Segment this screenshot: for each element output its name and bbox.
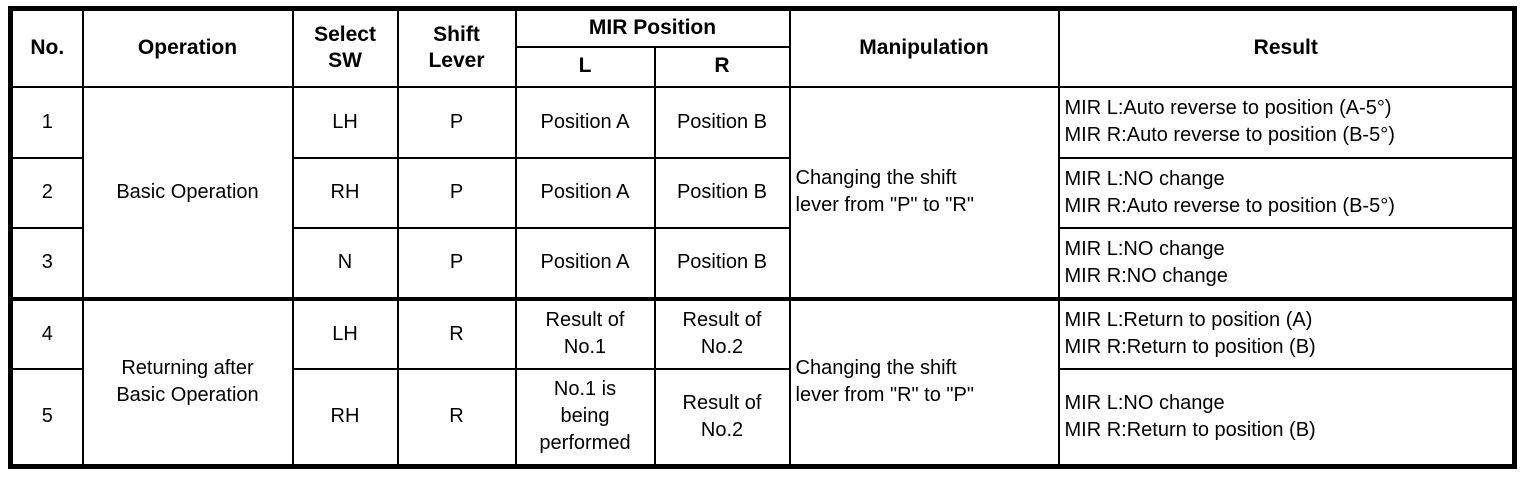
cell-mir-l: Position A xyxy=(514,156,656,229)
cell-shift-lever: R xyxy=(396,296,517,370)
header-mir-l: L xyxy=(514,45,656,88)
cell-mir-r: Position B xyxy=(653,226,791,300)
header-operation: Operation xyxy=(81,7,294,88)
cell-mir-r: Result of No.2 xyxy=(653,367,791,468)
cell-mir-l: Result of No.1 xyxy=(514,296,656,370)
header-no: No. xyxy=(9,7,84,88)
cell-result: MIR L:Auto reverse to position (A-5°) MI… xyxy=(1057,85,1516,159)
table-row: 2 RH P Position A Position B MIR L:NO ch… xyxy=(9,156,1516,229)
cell-result: MIR L:Return to position (A) MIR R:Retur… xyxy=(1057,296,1516,370)
cell-mir-l: Position A xyxy=(514,226,656,300)
cell-no: 5 xyxy=(9,367,84,468)
cell-result: MIR L:NO change MIR R:Return to position… xyxy=(1057,367,1516,468)
cell-manipulation-r-to-p: Changing the shift lever from "R" to "P" xyxy=(788,296,1060,468)
header-row-1: No. Operation Select SW Shift Lever MIR … xyxy=(9,7,1516,88)
cell-no: 1 xyxy=(9,85,84,159)
cell-shift-lever: P xyxy=(396,156,517,229)
cell-select-sw: RH xyxy=(291,367,399,468)
cell-shift-lever: P xyxy=(396,85,517,159)
cell-mir-l: No.1 is being performed xyxy=(514,367,656,468)
table-row: 5 RH R No.1 is being performed Result of… xyxy=(9,367,1516,468)
cell-mir-r: Result of No.2 xyxy=(653,296,791,370)
header-result: Result xyxy=(1057,7,1516,88)
header-mir-r: R xyxy=(653,45,791,88)
cell-select-sw: N xyxy=(291,226,399,300)
cell-select-sw: LH xyxy=(291,85,399,159)
cell-shift-lever: R xyxy=(396,367,517,468)
table-row: 3 N P Position A Position B MIR L:NO cha… xyxy=(9,226,1516,300)
cell-operation-returning: Returning after Basic Operation xyxy=(81,296,294,468)
cell-select-sw: LH xyxy=(291,296,399,370)
cell-shift-lever: P xyxy=(396,226,517,300)
cell-no: 3 xyxy=(9,226,84,300)
header-select-sw: Select SW xyxy=(291,7,399,88)
cell-result: MIR L:NO change MIR R:NO change xyxy=(1057,226,1516,300)
table-row: 4 Returning after Basic Operation LH R R… xyxy=(9,296,1516,468)
header-shift-lever: Shift Lever xyxy=(396,7,517,88)
mir-operation-table: No. Operation Select SW Shift Lever MIR … xyxy=(8,6,1518,469)
cell-select-sw: RH xyxy=(291,156,399,229)
header-mir-position: MIR Position xyxy=(514,7,791,48)
cell-manipulation-p-to-r: Changing the shift lever from "P" to "R" xyxy=(788,85,1060,300)
cell-mir-l: Position A xyxy=(514,85,656,159)
table-row: 1 Basic Operation LH P Position A Positi… xyxy=(9,85,1516,300)
header-row-2: L R xyxy=(11,45,1515,88)
cell-mir-r: Position B xyxy=(653,156,791,229)
cell-result: MIR L:NO change MIR R:Auto reverse to po… xyxy=(1057,156,1516,229)
cell-mir-r: Position B xyxy=(653,85,791,159)
cell-no: 2 xyxy=(9,156,84,229)
header-manipulation: Manipulation xyxy=(788,7,1060,88)
cell-no: 4 xyxy=(9,296,84,370)
cell-operation-basic: Basic Operation xyxy=(81,85,294,300)
